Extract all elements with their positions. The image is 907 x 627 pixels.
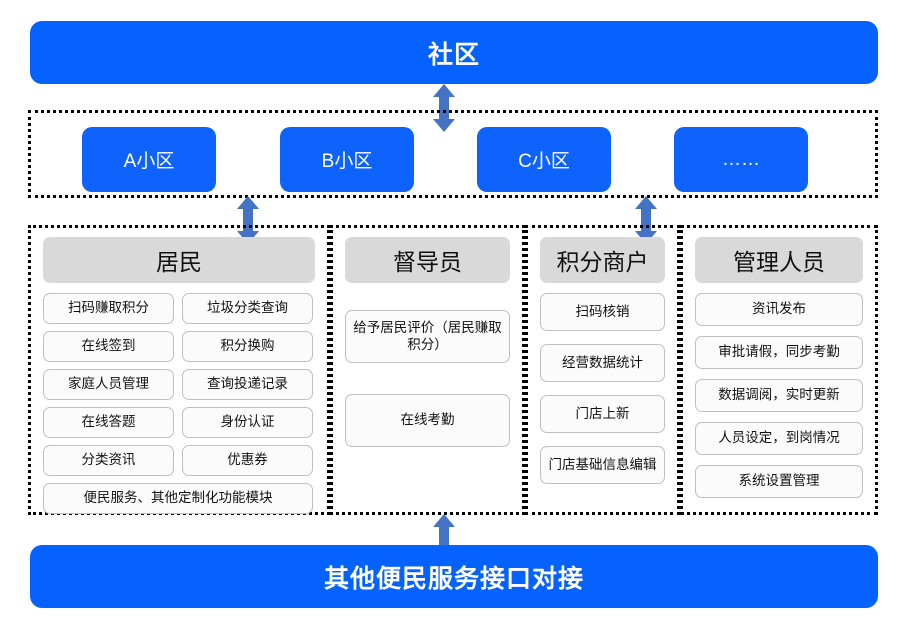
estate-tile-c[interactable]: C小区	[477, 127, 611, 192]
feature-item[interactable]: 家庭人员管理	[43, 369, 174, 400]
feature-item[interactable]: 便民服务、其他定制化功能模块	[43, 483, 313, 514]
role-items-supervisor: 给予居民评价（居民赚取积分） 在线考勤	[345, 310, 510, 447]
feature-item[interactable]: 资讯发布	[695, 293, 863, 326]
role-column-merchant: 积分商户 扫码核销 经营数据统计 门店上新 门店基础信息编辑	[525, 225, 680, 515]
role-header-administrator-label: 管理人员	[733, 249, 825, 275]
feature-item[interactable]: 经营数据统计	[540, 344, 665, 382]
role-header-residents-label: 居民	[156, 249, 202, 275]
connector-estates-to-residents-arrow	[236, 196, 260, 244]
feature-item[interactable]: 人员设定，到岗情况	[695, 422, 863, 455]
community-banner: 社区	[30, 21, 878, 84]
estate-tile-a[interactable]: A小区	[82, 127, 216, 192]
connector-community-to-estates-arrow	[432, 84, 456, 132]
role-column-supervisor: 督导员 给予居民评价（居民赚取积分） 在线考勤	[330, 225, 525, 515]
feature-item[interactable]: 在线答题	[43, 407, 174, 438]
feature-item[interactable]: 垃圾分类查询	[182, 293, 313, 324]
feature-item[interactable]: 给予居民评价（居民赚取积分）	[345, 310, 510, 363]
estates-group	[28, 110, 878, 198]
feature-item[interactable]: 门店上新	[540, 395, 665, 433]
role-column-residents: 居民 扫码赚取积分 垃圾分类查询 在线签到 积分换购 家庭人员管理 查询投递记录…	[28, 225, 330, 515]
feature-item[interactable]: 分类资讯	[43, 445, 174, 476]
feature-item[interactable]: 优惠券	[182, 445, 313, 476]
role-items-residents: 扫码赚取积分 垃圾分类查询 在线签到 积分换购 家庭人员管理 查询投递记录 在线…	[43, 293, 315, 514]
feature-item[interactable]: 在线考勤	[345, 394, 510, 447]
role-header-merchant-label: 积分商户	[556, 249, 649, 275]
services-banner: 其他便民服务接口对接	[30, 545, 878, 608]
feature-item[interactable]: 数据调阅，实时更新	[695, 379, 863, 412]
estate-tile-b-label: B小区	[321, 151, 373, 172]
role-header-residents: 居民	[43, 237, 315, 283]
role-items-administrator: 资讯发布 审批请假，同步考勤 数据调阅，实时更新 人员设定，到岗情况 系统设置管…	[695, 293, 863, 498]
feature-item[interactable]: 扫码赚取积分	[43, 293, 174, 324]
feature-item[interactable]: 身份认证	[182, 407, 313, 438]
feature-item[interactable]: 在线签到	[43, 331, 174, 362]
role-header-administrator: 管理人员	[695, 237, 863, 283]
estate-tile-b[interactable]: B小区	[280, 127, 414, 192]
role-header-merchant: 积分商户	[540, 237, 665, 283]
feature-item[interactable]: 扫码核销	[540, 293, 665, 331]
feature-item[interactable]: 门店基础信息编辑	[540, 446, 665, 484]
role-items-merchant: 扫码核销 经营数据统计 门店上新 门店基础信息编辑	[540, 293, 665, 484]
role-column-administrator: 管理人员 资讯发布 审批请假，同步考勤 数据调阅，实时更新 人员设定，到岗情况 …	[680, 225, 878, 515]
feature-item[interactable]: 系统设置管理	[695, 465, 863, 498]
feature-item[interactable]: 查询投递记录	[182, 369, 313, 400]
role-header-supervisor: 督导员	[345, 237, 510, 283]
estate-tile-a-label: A小区	[123, 151, 175, 172]
community-banner-label: 社区	[427, 40, 480, 69]
estate-tile-c-label: C小区	[518, 151, 570, 172]
connector-estates-to-merchants-arrow	[634, 196, 658, 244]
role-header-supervisor-label: 督导员	[393, 249, 462, 275]
estate-tile-more[interactable]: ……	[674, 127, 808, 192]
estate-tile-more-label: ……	[722, 148, 760, 170]
feature-item[interactable]: 审批请假，同步考勤	[695, 336, 863, 369]
services-banner-label: 其他便民服务接口对接	[323, 564, 584, 593]
feature-item[interactable]: 积分换购	[182, 331, 313, 362]
